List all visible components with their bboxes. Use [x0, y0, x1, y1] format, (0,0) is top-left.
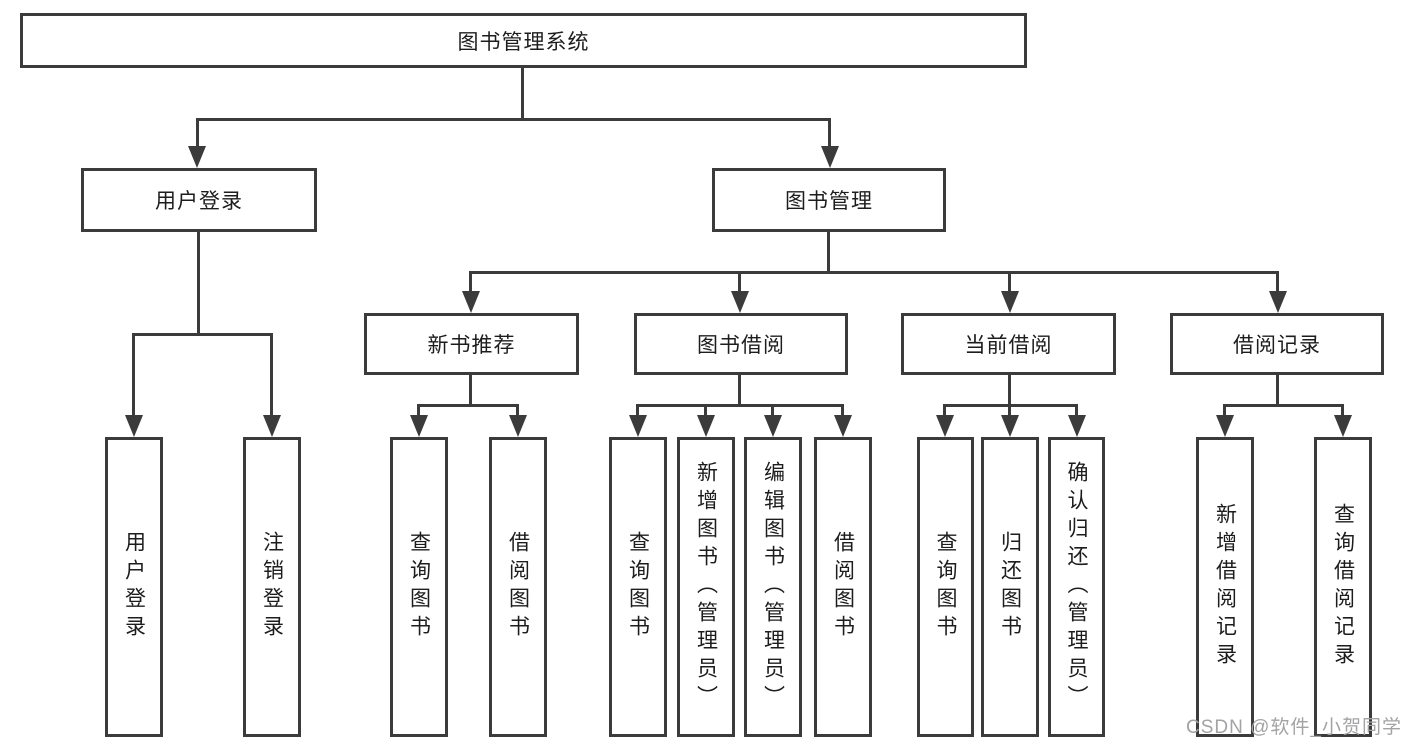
connector-branch — [1224, 404, 1344, 407]
arrowhead-icon — [936, 415, 954, 437]
connector-trunk — [827, 231, 830, 272]
node-new-book-recommend: 新书推荐 — [364, 313, 579, 375]
arrowhead-icon — [1216, 415, 1234, 437]
arrowhead-icon — [1001, 291, 1019, 313]
arrowhead-icon — [125, 415, 143, 437]
leaf-logout: 注销登录 — [243, 437, 301, 737]
connector-trunk — [197, 231, 200, 335]
arrowhead-icon — [263, 415, 281, 437]
leaf-newbook-query-books: 查询图书 — [390, 437, 448, 737]
leaf-user-login: 用户登录 — [105, 437, 163, 737]
arrowhead-icon — [1068, 415, 1086, 437]
arrowhead-icon — [834, 415, 852, 437]
leaf-current-query-books: 查询图书 — [917, 437, 974, 737]
connector-branch — [470, 271, 1278, 274]
connector-branch — [418, 404, 519, 407]
leaf-records-query-record: 查询借阅记录 — [1314, 437, 1372, 737]
connector-stem — [1008, 271, 1011, 307]
node-book-management: 图书管理 — [712, 168, 946, 232]
connector-trunk — [469, 374, 472, 406]
connector-stem — [828, 118, 831, 158]
leaf-current-confirm-return-admin: 确认归还（管理员） — [1048, 437, 1105, 737]
leaf-borrow-query-books: 查询图书 — [609, 437, 667, 737]
connector-trunk — [1276, 374, 1279, 406]
connector-stem — [1276, 271, 1279, 307]
arrowhead-icon — [410, 415, 428, 437]
arrowhead-icon — [1334, 415, 1352, 437]
leaf-records-add-record: 新增借阅记录 — [1196, 437, 1254, 737]
arrowhead-icon — [697, 415, 715, 437]
arrowhead-icon — [188, 146, 206, 168]
leaf-borrow-borrow-books: 借阅图书 — [814, 437, 872, 737]
watermark: CSDN @软件_小贺同学 — [1186, 717, 1402, 738]
arrowhead-icon — [629, 415, 647, 437]
connector-branch — [637, 404, 844, 407]
connector-trunk — [1008, 374, 1011, 406]
connector-stem — [469, 271, 472, 307]
leaf-borrow-add-books-admin: 新增图书（管理员） — [677, 437, 735, 737]
node-book-borrowing: 图书借阅 — [634, 313, 848, 375]
arrowhead-icon — [509, 415, 527, 437]
arrowhead-icon — [1001, 415, 1019, 437]
node-user-login: 用户登录 — [81, 168, 317, 232]
connector-branch — [133, 333, 273, 336]
leaf-current-return-books: 归还图书 — [981, 437, 1039, 737]
arrowhead-icon — [1269, 291, 1287, 313]
connector-stem — [270, 333, 273, 429]
arrowhead-icon — [731, 291, 749, 313]
connector-stem — [132, 333, 135, 429]
node-current-borrowing: 当前借阅 — [901, 313, 1116, 375]
arrowhead-icon — [462, 291, 480, 313]
connector-stem — [196, 118, 199, 158]
connector-trunk — [738, 374, 741, 406]
node-root: 图书管理系统 — [20, 13, 1027, 68]
connector-stem — [738, 271, 741, 307]
node-borrowing-records: 借阅记录 — [1170, 313, 1384, 375]
connector-branch — [944, 404, 1078, 407]
arrowhead-icon — [821, 146, 839, 168]
arrowhead-icon — [764, 415, 782, 437]
connector-branch — [196, 118, 830, 121]
leaf-newbook-borrow-books: 借阅图书 — [489, 437, 547, 737]
leaf-borrow-edit-books-admin: 编辑图书（管理员） — [744, 437, 802, 737]
connector-trunk — [521, 67, 524, 119]
